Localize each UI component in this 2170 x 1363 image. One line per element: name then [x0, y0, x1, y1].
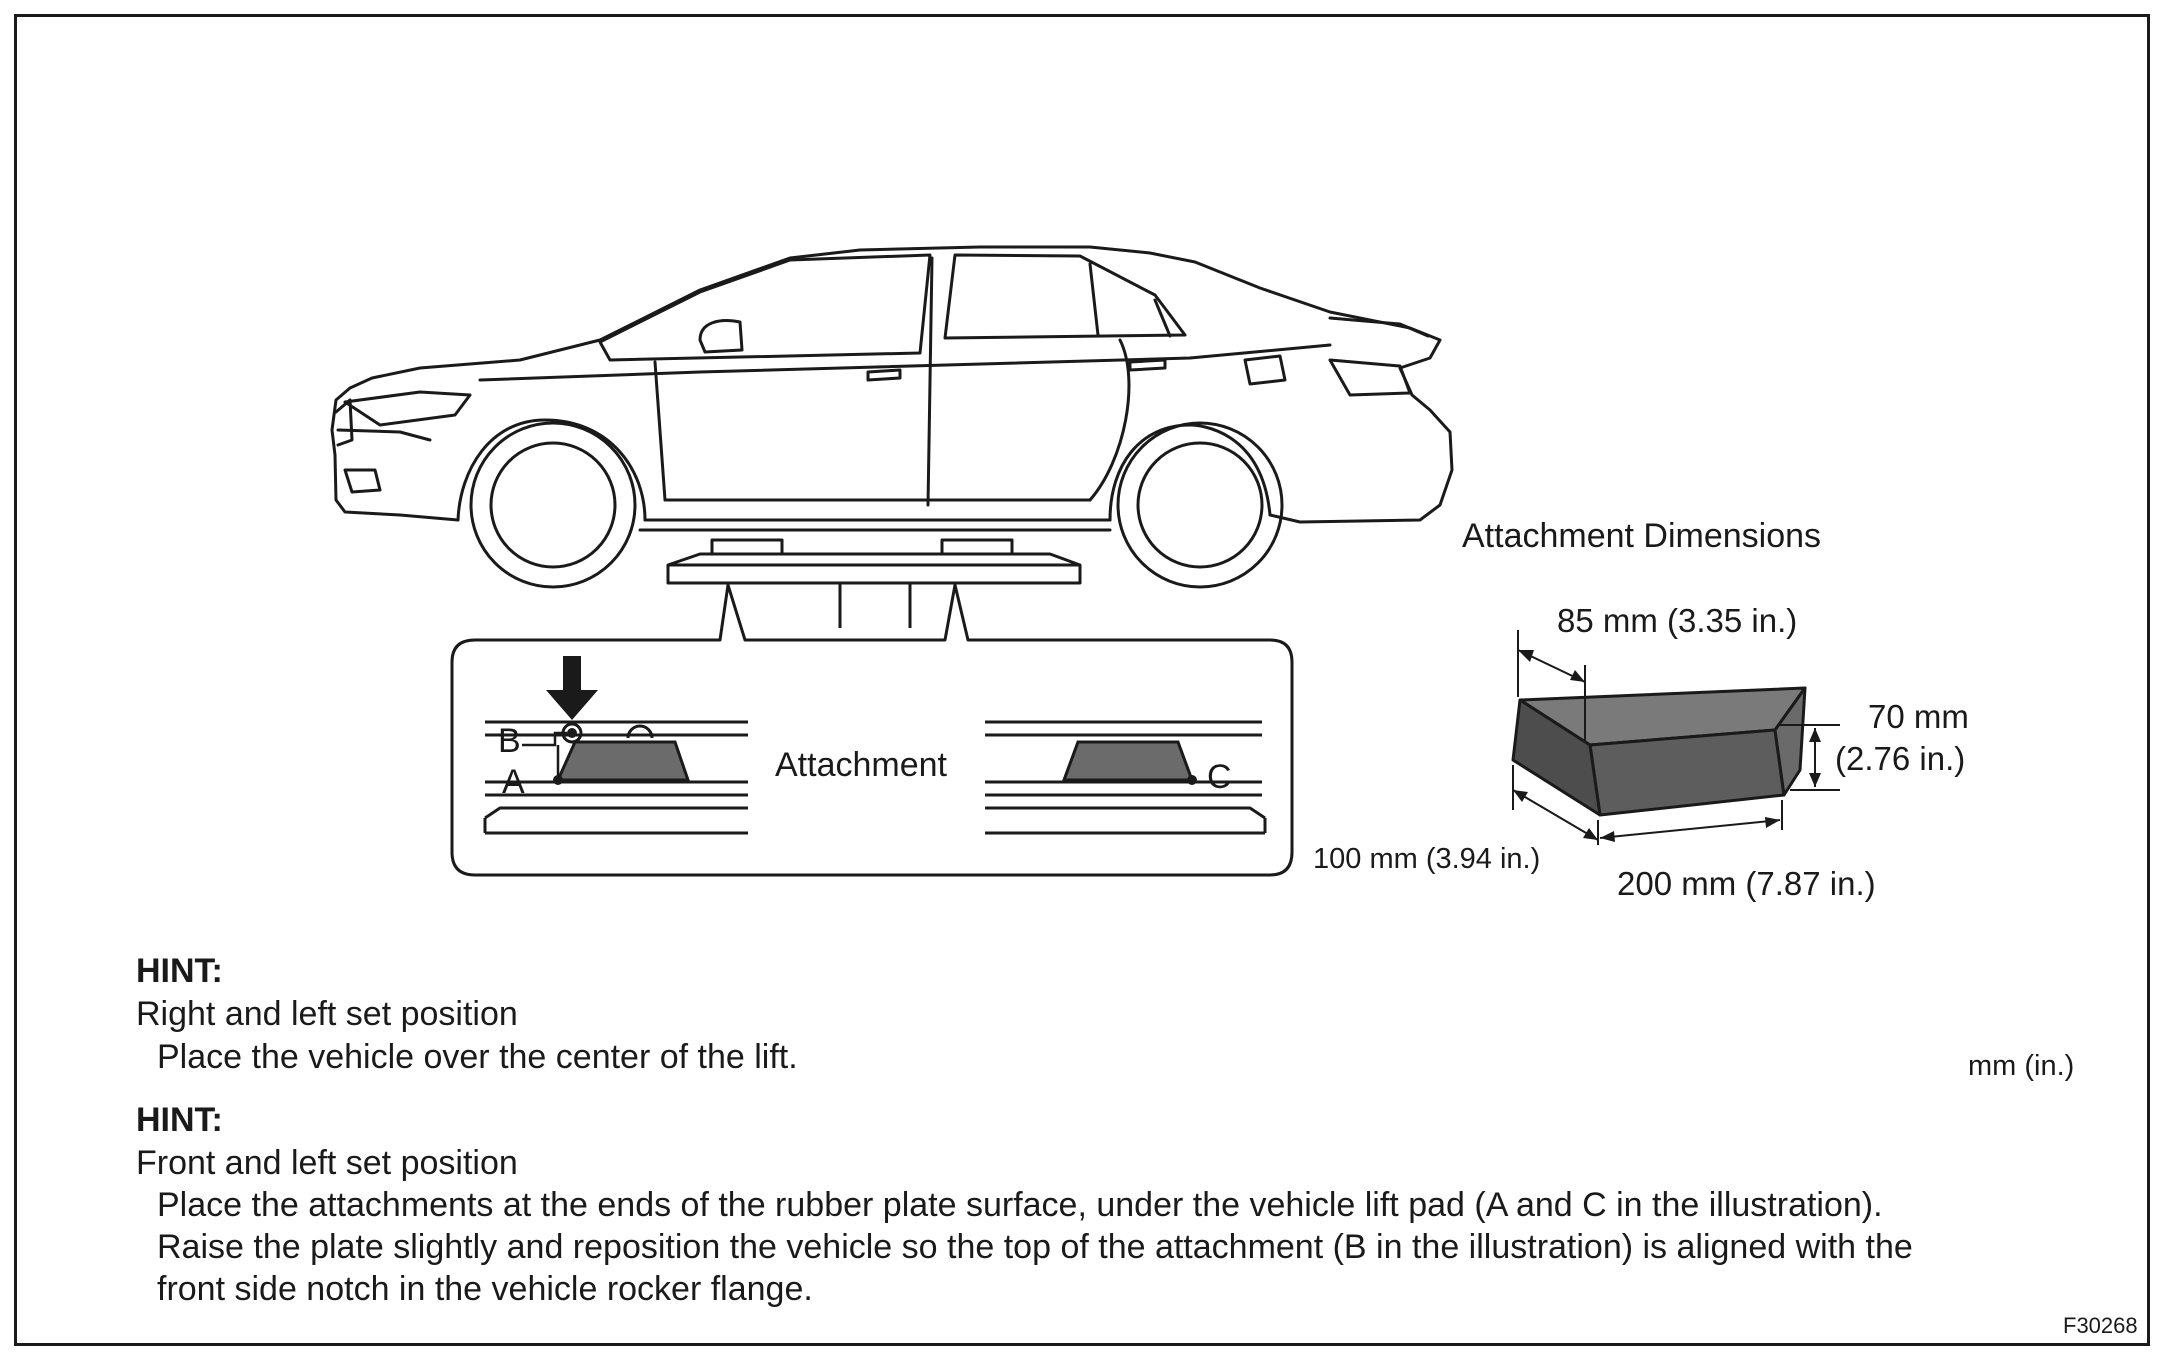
point-b-marker	[567, 728, 577, 738]
attachment-block-3d	[1511, 686, 1807, 817]
attachment-label: Attachment	[775, 746, 948, 784]
dim-width-top-label: 85 mm (3.35 in.)	[1557, 602, 1797, 639]
attachment-pad-left	[555, 740, 691, 782]
point-b-label: B	[498, 722, 521, 760]
hint-1-subheading: Right and left set position	[136, 995, 518, 1033]
attachment-pad-right	[1061, 740, 1195, 782]
dimension-arrowheads	[1513, 650, 1821, 842]
point-a-label: A	[502, 763, 525, 801]
vehicle-side-view	[330, 245, 1454, 589]
dim-length-label: 200 mm (7.87 in.)	[1617, 865, 1876, 902]
dim-height-label-1: 70 mm	[1868, 698, 1969, 735]
attachment-detail-callout	[450, 583, 1294, 877]
point-c-label: C	[1207, 758, 1232, 796]
hint-2-heading: HINT:	[136, 1101, 223, 1139]
dim-height-label-2: (2.76 in.)	[1835, 740, 1965, 777]
hint-2-line-1: Place the attachments at the ends of the…	[157, 1186, 1883, 1224]
hint-1-line-1: Place the vehicle over the center of the…	[157, 1038, 798, 1076]
point-c-marker	[1187, 775, 1197, 785]
dimensions-title: Attachment Dimensions	[1462, 517, 1821, 555]
figure-code: F30268	[2063, 1313, 2138, 1338]
hint-2-line-2: Raise the plate slightly and reposition …	[157, 1228, 1913, 1266]
dim-depth-label: 100 mm (3.94 in.)	[1313, 843, 1540, 875]
vehicle-lift	[666, 538, 1082, 628]
units-note: mm (in.)	[1968, 1050, 2075, 1082]
figure-frame	[14, 14, 2150, 1346]
hint-1-heading: HINT:	[136, 952, 223, 990]
hint-2-line-3: front side notch in the vehicle rocker f…	[157, 1270, 813, 1308]
hint-2-subheading: Front and left set position	[136, 1144, 518, 1182]
point-b-leader	[522, 731, 567, 747]
down-arrow-icon	[546, 656, 598, 720]
